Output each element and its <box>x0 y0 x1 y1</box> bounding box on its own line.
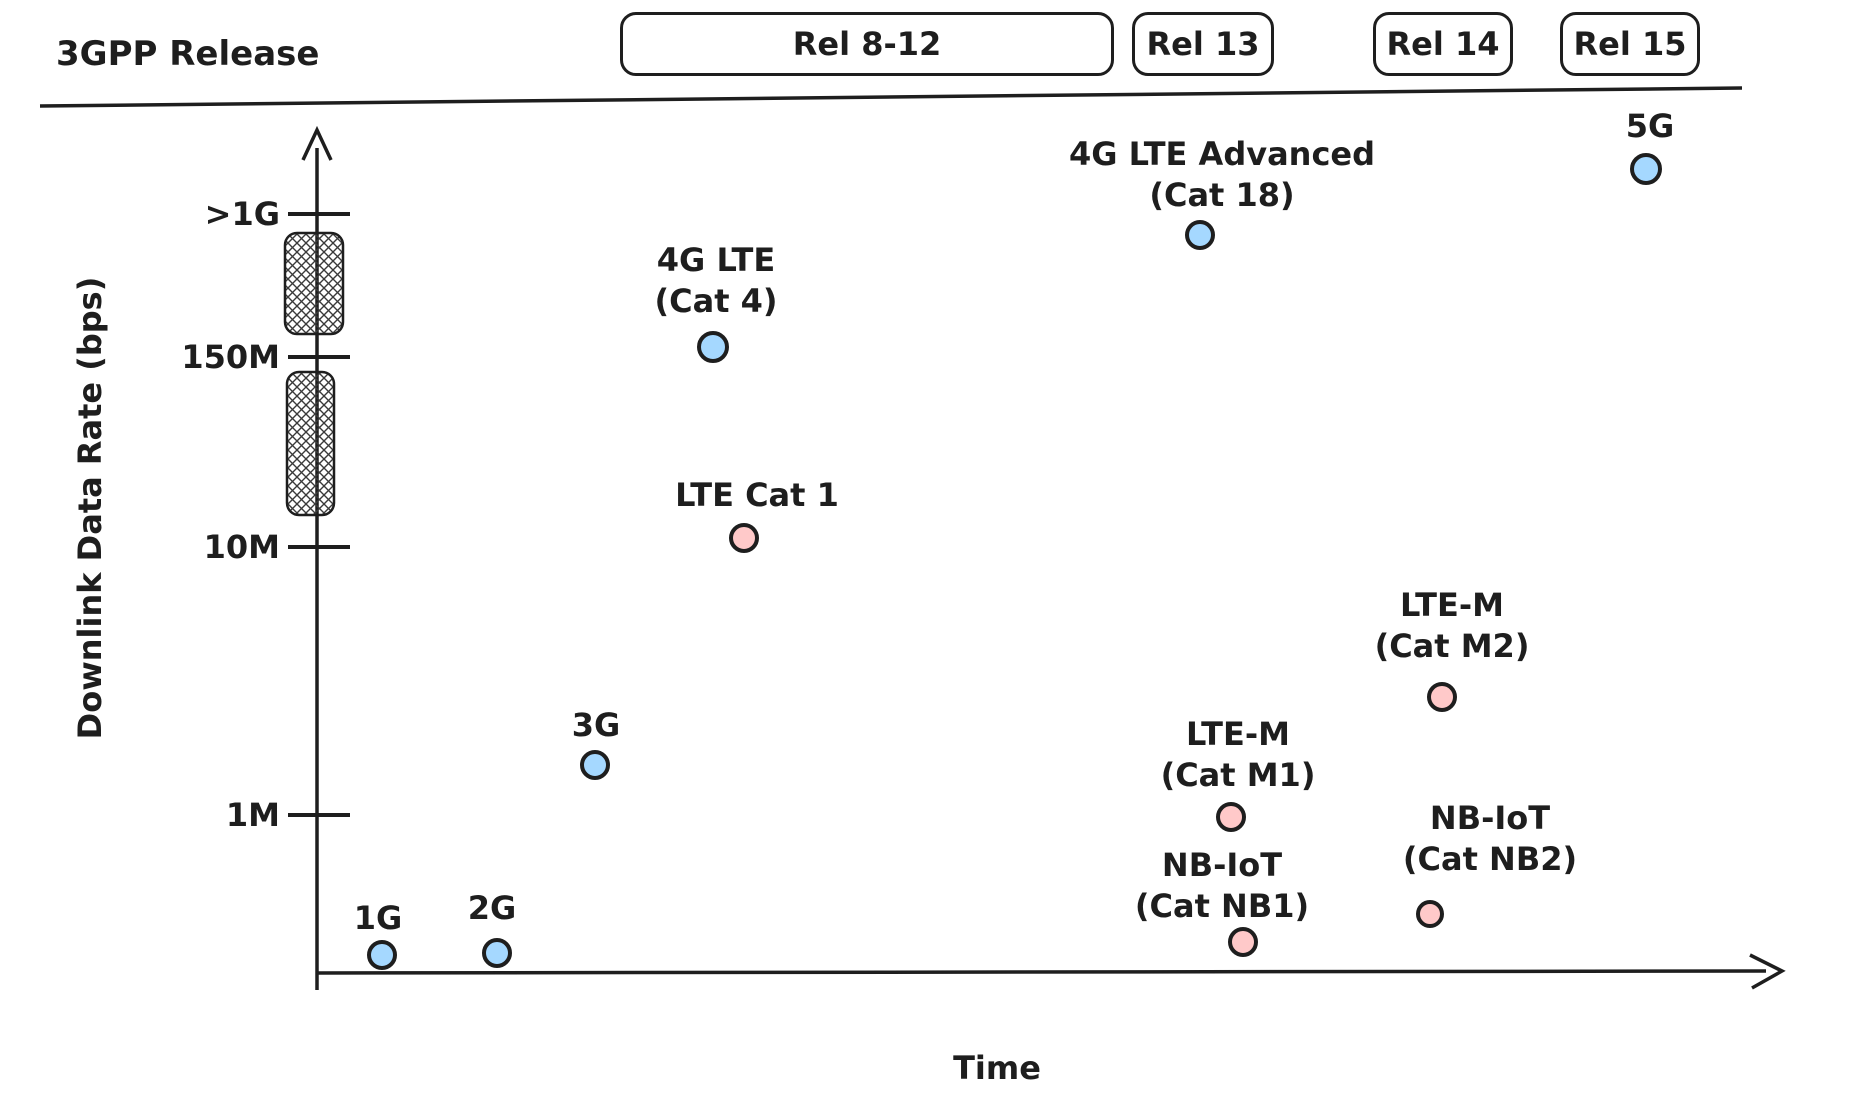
point-label-line: 4G LTE Advanced <box>1068 135 1376 173</box>
axis-break-upper <box>283 231 345 336</box>
data-point <box>1630 153 1662 185</box>
data-point <box>1427 682 1457 712</box>
point-label-line: (Cat 4) <box>654 282 778 320</box>
point-label-line: (Cat M2) <box>1374 627 1530 665</box>
point-label-line: 3G <box>571 706 621 744</box>
point-label: NB-IoT(Cat NB2) <box>1403 798 1577 880</box>
y-axis-title: Downlink Data Rate (bps) <box>71 276 109 740</box>
x-axis-arrow-icon <box>1749 953 1786 990</box>
y-tick-label: 150M <box>181 338 280 376</box>
point-label-line: 5G <box>1625 107 1675 145</box>
y-tick-label: 10M <box>203 528 280 566</box>
point-label-line: NB-IoT <box>1429 799 1551 837</box>
point-label-line: LTE-M <box>1400 586 1504 624</box>
point-label-line: 1G <box>353 899 403 937</box>
data-point <box>1228 927 1258 957</box>
point-label-line: (Cat NB1) <box>1134 887 1310 925</box>
data-point <box>1416 900 1444 928</box>
data-point <box>1216 802 1246 832</box>
point-label: LTE-M(Cat M2) <box>1375 585 1530 667</box>
point-label-line: 2G <box>467 889 517 927</box>
release-label: Rel 14 <box>1386 25 1500 63</box>
header-divider <box>39 86 1743 108</box>
y-tick-label: >1G <box>204 195 280 233</box>
point-label-line: 4G LTE <box>656 241 776 279</box>
point-label-line: (Cat 18) <box>1149 176 1295 214</box>
point-label-line: LTE-M <box>1186 715 1290 753</box>
x-axis-title: Time <box>953 1049 1041 1087</box>
header-title: 3GPP Release <box>56 34 320 74</box>
point-label: NB-IoT(Cat NB1) <box>1135 845 1309 927</box>
point-label-line: (Cat M1) <box>1160 756 1316 794</box>
point-label-line: NB-IoT <box>1161 846 1283 884</box>
point-label-line: LTE Cat 1 <box>675 476 839 514</box>
release-box-rel-14: Rel 14 <box>1373 12 1513 76</box>
point-label: LTE Cat 1 <box>675 475 839 516</box>
data-point <box>1185 220 1215 250</box>
data-point <box>729 523 759 553</box>
data-point <box>697 331 729 363</box>
point-label: 4G LTE(Cat 4) <box>654 240 777 322</box>
data-point <box>580 750 610 780</box>
release-box-rel-8-12: Rel 8-12 <box>620 12 1114 76</box>
release-box-rel-15: Rel 15 <box>1560 12 1700 76</box>
data-point <box>367 940 397 970</box>
release-box-rel-13: Rel 13 <box>1132 12 1274 76</box>
point-label-line: (Cat NB2) <box>1402 840 1578 878</box>
point-label: 5G <box>1626 106 1675 147</box>
point-label: LTE-M(Cat M1) <box>1161 714 1316 796</box>
release-label: Rel 8-12 <box>792 25 942 63</box>
release-label: Rel 13 <box>1146 25 1260 63</box>
y-axis-arrow-icon <box>301 125 333 161</box>
point-label: 1G <box>354 898 403 939</box>
y-tick-label: 1M <box>225 796 280 834</box>
release-label: Rel 15 <box>1573 25 1687 63</box>
data-point <box>482 938 512 968</box>
axis-break-lower <box>285 370 336 517</box>
x-axis-line <box>316 969 1767 975</box>
point-label: 2G <box>468 888 517 929</box>
point-label: 4G LTE Advanced(Cat 18) <box>1069 134 1375 216</box>
point-label: 3G <box>572 705 621 746</box>
